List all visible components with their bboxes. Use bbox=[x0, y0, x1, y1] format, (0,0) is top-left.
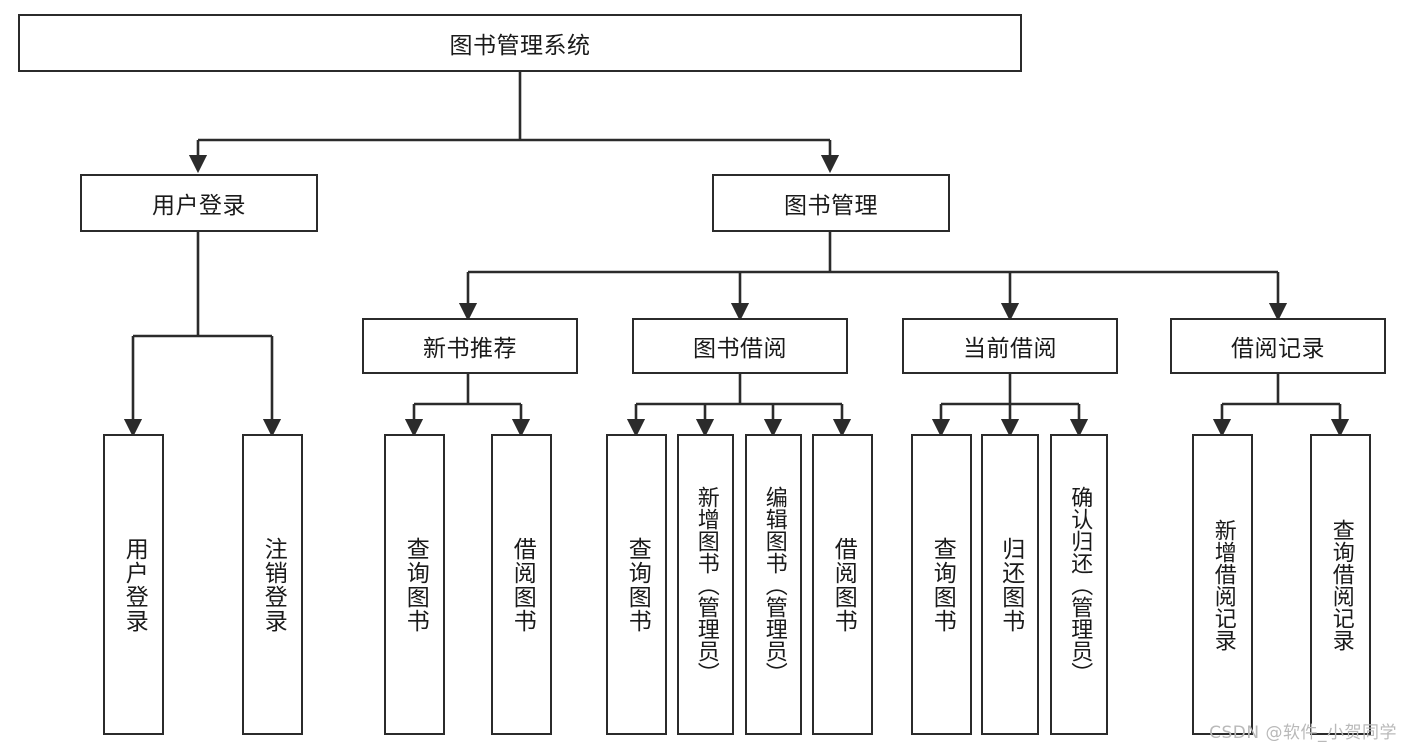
node-book-borrow[interactable]: 图书借阅 bbox=[632, 318, 848, 374]
node-leaf-add-book-admin-label: 新增图书（管理员） bbox=[693, 485, 719, 684]
node-current-borrow[interactable]: 当前借阅 bbox=[902, 318, 1118, 374]
node-leaf-borrow-book[interactable]: 借阅图书 bbox=[812, 434, 873, 735]
node-current-borrow-label: 当前借阅 bbox=[963, 336, 1057, 362]
node-leaf-confirm-return-admin[interactable]: 确认归还（管理员） bbox=[1050, 434, 1108, 735]
node-leaf-query-book-current[interactable]: 查询图书 bbox=[911, 434, 972, 735]
node-new-book-recommend-label: 新书推荐 bbox=[423, 336, 517, 362]
node-leaf-query-borrow-record-label: 查询借阅记录 bbox=[1328, 518, 1354, 651]
node-book-management-label: 图书管理 bbox=[784, 193, 878, 219]
node-new-book-recommend[interactable]: 新书推荐 bbox=[362, 318, 578, 374]
node-leaf-user-login[interactable]: 用户登录 bbox=[103, 434, 164, 735]
node-leaf-query-book-borrow-label: 查询图书 bbox=[624, 536, 651, 633]
node-leaf-query-borrow-record[interactable]: 查询借阅记录 bbox=[1310, 434, 1371, 735]
node-leaf-add-borrow-record[interactable]: 新增借阅记录 bbox=[1192, 434, 1253, 735]
node-borrow-record-label: 借阅记录 bbox=[1231, 336, 1325, 362]
node-leaf-edit-book-admin[interactable]: 编辑图书（管理员） bbox=[745, 434, 802, 735]
node-leaf-edit-book-admin-label: 编辑图书（管理员） bbox=[761, 485, 787, 684]
node-leaf-borrow-book-recommend-label: 借阅图书 bbox=[509, 536, 536, 633]
node-leaf-user-login-label: 用户登录 bbox=[121, 536, 148, 633]
node-leaf-query-book-recommend[interactable]: 查询图书 bbox=[384, 434, 445, 735]
node-leaf-borrow-book-recommend[interactable]: 借阅图书 bbox=[491, 434, 552, 735]
node-book-management[interactable]: 图书管理 bbox=[712, 174, 950, 232]
node-leaf-add-book-admin[interactable]: 新增图书（管理员） bbox=[677, 434, 734, 735]
node-leaf-query-book-recommend-label: 查询图书 bbox=[402, 536, 429, 633]
node-user-login-label: 用户登录 bbox=[152, 193, 246, 219]
node-leaf-query-book-current-label: 查询图书 bbox=[929, 536, 956, 633]
node-leaf-return-book[interactable]: 归还图书 bbox=[981, 434, 1039, 735]
node-leaf-borrow-book-label: 借阅图书 bbox=[830, 536, 857, 633]
node-book-borrow-label: 图书借阅 bbox=[693, 336, 787, 362]
node-leaf-query-book-borrow[interactable]: 查询图书 bbox=[606, 434, 667, 735]
node-leaf-logout[interactable]: 注销登录 bbox=[242, 434, 303, 735]
node-user-login[interactable]: 用户登录 bbox=[80, 174, 318, 232]
node-leaf-logout-label: 注销登录 bbox=[260, 536, 287, 633]
node-leaf-return-book-label: 归还图书 bbox=[997, 536, 1024, 633]
node-root[interactable]: 图书管理系统 bbox=[18, 14, 1022, 72]
node-root-label: 图书管理系统 bbox=[449, 33, 591, 59]
node-leaf-confirm-return-admin-label: 确认归还（管理员） bbox=[1067, 485, 1093, 684]
node-leaf-add-borrow-record-label: 新增借阅记录 bbox=[1210, 518, 1236, 651]
node-borrow-record[interactable]: 借阅记录 bbox=[1170, 318, 1386, 374]
